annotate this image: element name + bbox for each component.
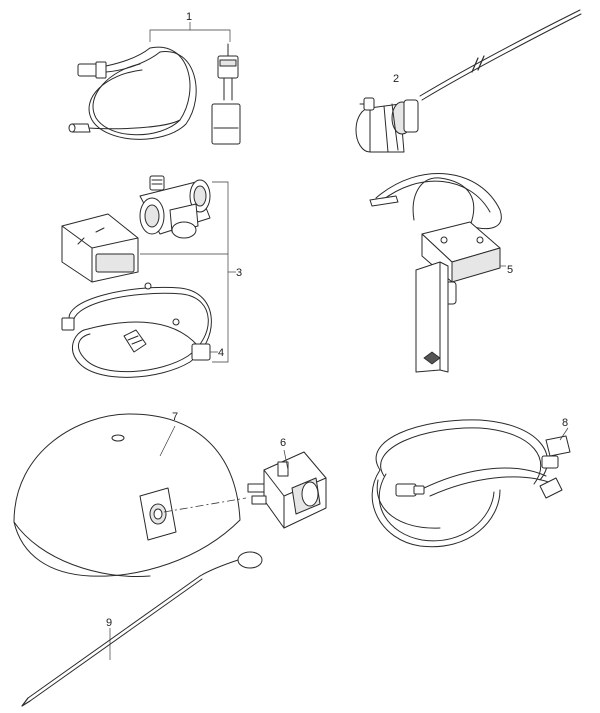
- part-3-valve: [139, 175, 211, 239]
- callout-7: 7: [172, 411, 178, 423]
- callout-9: 9: [106, 617, 112, 629]
- part-8-wire-harness: [371, 419, 571, 548]
- callout-1: 1: [186, 11, 192, 23]
- part-5-thermostat-bracket: [369, 173, 506, 373]
- part-1-sensor-harness: [68, 22, 241, 145]
- part-2-capillary-thermostat: [355, 9, 582, 153]
- callout-4: 4: [218, 347, 224, 359]
- part-9-pull-rod: [21, 551, 263, 707]
- callout-5: 5: [507, 264, 513, 276]
- part-6-rocker-switch: [247, 449, 327, 529]
- part-3-wire-loop: [61, 282, 212, 378]
- part-7-dome-cover: [13, 413, 241, 577]
- callout-8: 8: [562, 417, 568, 429]
- alignment-dash-line: [163, 497, 247, 513]
- part-4-small-connector: [123, 329, 218, 353]
- part-3-actuator: [61, 213, 139, 283]
- part-3-group-bracket: [140, 181, 236, 363]
- callout-3: 3: [236, 267, 242, 279]
- callout-2: 2: [393, 73, 399, 85]
- callout-6: 6: [280, 437, 286, 449]
